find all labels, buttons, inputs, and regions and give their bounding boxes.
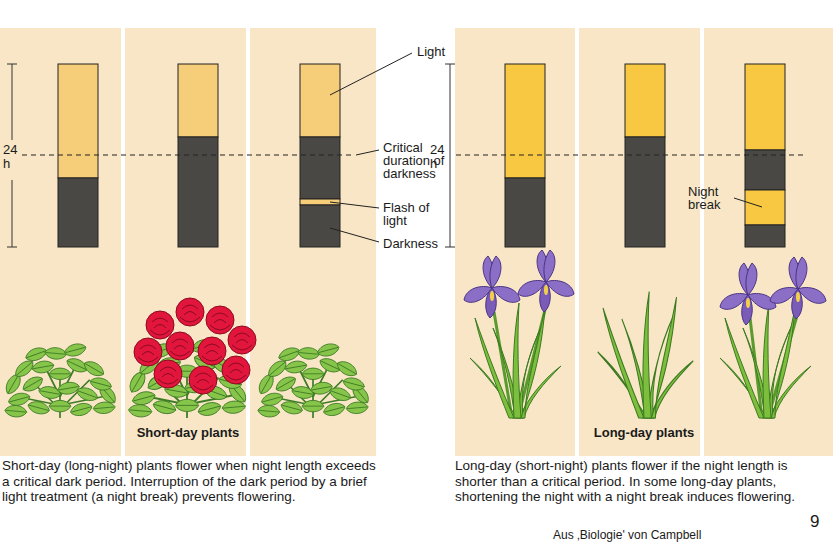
iris-leaves [470,303,561,418]
red-flower [206,306,234,334]
dark-segment [745,150,785,190]
dark-segment [625,137,665,247]
panel-column [0,28,121,456]
iris-flower [770,257,826,319]
panel-column [250,28,376,456]
iris-flower [720,263,776,325]
light-segment [300,64,340,137]
callout-label: Darkness [383,237,438,250]
red-flower [166,332,194,360]
red-flower [134,338,162,366]
iris-leaves [720,303,811,418]
leader-line [734,198,762,207]
dark-segment [178,137,218,247]
night-break-segment [745,190,785,225]
dark-segment [505,178,545,247]
dashed-line [22,155,355,156]
source-note: Aus ‚Biologie' von Campbell [553,529,701,542]
flowering-plant [126,298,256,418]
panel-column [455,28,575,456]
leader-line [330,228,379,242]
red-flower [228,326,256,354]
flowering-iris [464,250,574,418]
panel-ground [0,28,833,456]
iris-flower [518,250,574,312]
dark-segment [300,205,340,247]
light-segment [745,64,785,150]
red-flower [198,337,226,365]
iris-flower [464,256,520,318]
light-dark-bars [58,64,340,247]
axis-label: 24 h [3,143,19,171]
callout-label: Light [417,45,445,58]
light-segment [58,64,98,178]
light-segment [178,64,218,137]
page-number: 9 [810,513,819,531]
red-flower [146,311,174,339]
callout-label: Critical duration of darkness [383,141,459,180]
callout-label: Night break [688,185,730,211]
dark-segment [745,225,785,247]
bracket-line [445,64,455,247]
red-flower [189,366,217,394]
panel: Short-day plants [0,28,376,456]
dark-segment [58,178,98,247]
leader-line [356,150,379,155]
dark-segment [300,137,340,199]
callout-label: Flash of light [383,201,435,227]
iris-leaves [598,292,694,419]
plant-leaves [256,342,372,418]
flowering-iris [720,257,826,418]
dashed-line [456,155,805,156]
leader-lines [330,53,762,242]
caption-text: Long-day (short-night) plants flower if … [455,458,829,505]
axis-label: 24 h [430,143,446,171]
panel-column [579,28,700,456]
panel-heading: Long-day plants [594,425,694,440]
light-segment [625,64,665,137]
panel-column [704,28,833,456]
red-flower [176,298,204,326]
red-flower [154,360,182,388]
red-flower [222,356,250,384]
panel-heading: Short-day plants [137,425,240,440]
light-segment [505,64,545,178]
plant-leaves [3,342,119,418]
leader-line [330,202,379,208]
panel: Long-day plants [455,28,833,456]
leader-line [330,53,412,95]
caption-text: Short-day (long-night) plants flower whe… [2,458,378,505]
